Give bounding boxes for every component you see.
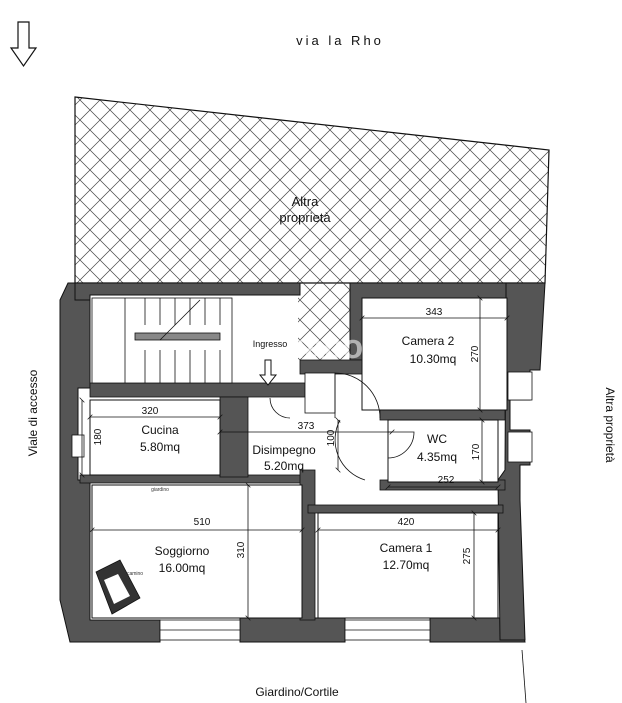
dim-cucina-width: 320 xyxy=(142,406,159,417)
room-name-cucina: Cucina xyxy=(141,423,179,437)
street-top-label: via la Rho xyxy=(296,33,384,48)
dim-wc-width: 252 xyxy=(438,475,455,486)
direction-arrow-icon xyxy=(9,21,38,68)
small-label-camino: camino xyxy=(127,571,143,577)
dim-camera2-width: 343 xyxy=(426,307,443,318)
dim-soggiorno-height: 310 xyxy=(236,541,247,558)
courtyard-bottom-label: Giardino/Cortile xyxy=(255,685,339,699)
property-right-label: Altra proprietà xyxy=(603,387,617,463)
dim-camera1-height: 275 xyxy=(462,547,473,564)
staircase xyxy=(91,297,233,384)
courtyard-hatch xyxy=(298,283,360,360)
entrance-arrow-icon xyxy=(258,359,278,386)
other-property-area xyxy=(74,96,550,284)
room-name-soggiorno: Soggiorno xyxy=(155,544,210,558)
room-name-camera1: Camera 1 xyxy=(380,541,433,555)
room-area-cucina: 5.80mq xyxy=(140,440,180,454)
dimension-lines xyxy=(82,298,527,703)
room-area-camera2: 10.30mq xyxy=(410,352,457,366)
street-left-label: Viale di accesso xyxy=(26,369,40,456)
other-property-label-line2: proprietà xyxy=(279,210,331,225)
room-area-camera1: 12.70mq xyxy=(383,558,430,572)
dim-camera2-height: 270 xyxy=(470,345,481,362)
dim-disimpegno-height: 100 xyxy=(326,429,337,446)
room-name-camera2: Camera 2 xyxy=(402,334,455,348)
other-property-label-line1: Altra xyxy=(292,194,320,209)
fireplace-icon xyxy=(95,559,141,615)
dim-disimpegno-width: 373 xyxy=(298,421,315,432)
dim-cucina-height: 180 xyxy=(93,428,104,445)
windows xyxy=(71,371,533,641)
room-name-disimpegno: Disimpegno xyxy=(252,443,316,457)
room-area-disimpegno: 5.20mq xyxy=(264,459,304,473)
room-name-wc: WC xyxy=(427,432,447,446)
room-area-wc: 4.35mq xyxy=(417,450,457,464)
dim-camera1-width: 420 xyxy=(398,517,415,528)
watermark: ovaiaco xyxy=(237,328,364,366)
room-area-soggiorno: 16.00mq xyxy=(159,561,206,575)
dim-wc-height: 170 xyxy=(471,443,482,460)
dim-soggiorno-width: 510 xyxy=(194,517,211,528)
small-label-giardino: giardino xyxy=(151,487,169,493)
entrance-label: Ingresso xyxy=(253,339,288,349)
